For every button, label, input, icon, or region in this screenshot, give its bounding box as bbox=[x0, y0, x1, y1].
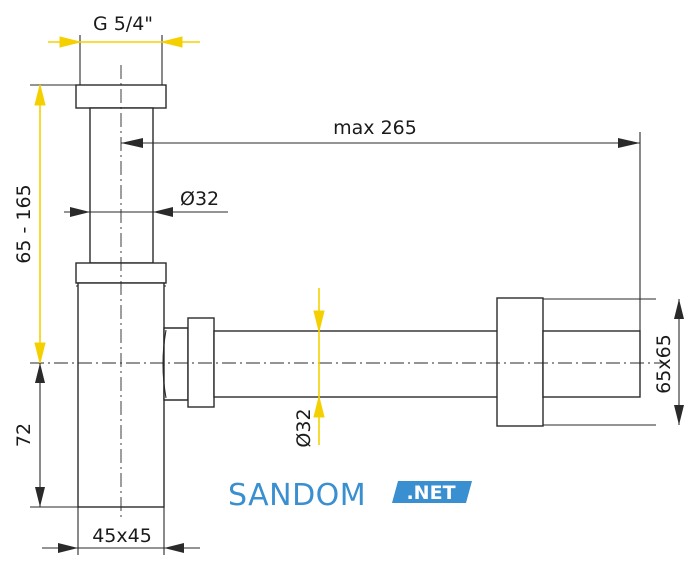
base-size-arrow-right bbox=[164, 543, 184, 553]
length-arrow-left bbox=[121, 138, 143, 148]
base-size-arrow-left bbox=[58, 543, 78, 553]
flange-arrow-bottom bbox=[674, 405, 684, 425]
height-range-label: 65 - 165 bbox=[13, 184, 35, 263]
base-size-label: 45x45 bbox=[92, 525, 152, 547]
vertical-pipe bbox=[89, 107, 154, 264]
watermark-badge bbox=[392, 481, 472, 503]
base-height-dimension: 72 bbox=[13, 363, 78, 508]
vertical-diameter-label: Ø32 bbox=[180, 188, 219, 210]
watermark-suffix: .NET bbox=[406, 482, 455, 504]
length-arrow-right bbox=[618, 138, 640, 148]
base-size-dimension: 45x45 bbox=[42, 507, 200, 555]
base-arrow-top bbox=[35, 363, 45, 383]
range-arrow-top bbox=[34, 84, 46, 106]
bottle-trap-body bbox=[75, 84, 656, 508]
wall-flange bbox=[496, 297, 544, 427]
range-arrow-bottom bbox=[34, 342, 46, 364]
hdia-arrow-bottom bbox=[313, 396, 325, 418]
flange-arrow-top bbox=[674, 299, 684, 319]
watermark-brand: SANDOM bbox=[228, 478, 366, 513]
horizontal-diameter-label: Ø32 bbox=[293, 408, 315, 447]
horizontal-pipe-diameter: Ø32 bbox=[293, 288, 325, 448]
flange-size-dimension: 65x65 bbox=[653, 299, 684, 425]
base-height-label: 72 bbox=[13, 423, 35, 447]
base-arrow-bottom bbox=[35, 487, 45, 507]
hdia-arrow-top bbox=[313, 310, 325, 332]
flange-size-label: 65x65 bbox=[653, 334, 675, 394]
dia-arrow-left bbox=[70, 207, 90, 217]
max-length-dimension: max 265 bbox=[121, 117, 641, 331]
thread-arrow-left bbox=[59, 36, 81, 48]
horizontal-pipe bbox=[213, 330, 499, 398]
watermark-logo: SANDOM .NET bbox=[228, 478, 472, 513]
outlet-nut bbox=[187, 317, 215, 408]
vertical-pipe-diameter: Ø32 bbox=[64, 188, 228, 217]
thread-arrow-right bbox=[161, 36, 183, 48]
thread-label: G 5/4" bbox=[93, 13, 153, 35]
dia-arrow-right bbox=[153, 207, 173, 217]
wall-tube bbox=[542, 330, 641, 398]
max-length-label: max 265 bbox=[333, 117, 417, 139]
thread-dimension: G 5/4" bbox=[48, 13, 200, 85]
connector-curve bbox=[162, 329, 167, 399]
outlet-connector bbox=[163, 327, 189, 401]
height-range-dimension: 65 - 165 bbox=[13, 84, 76, 364]
